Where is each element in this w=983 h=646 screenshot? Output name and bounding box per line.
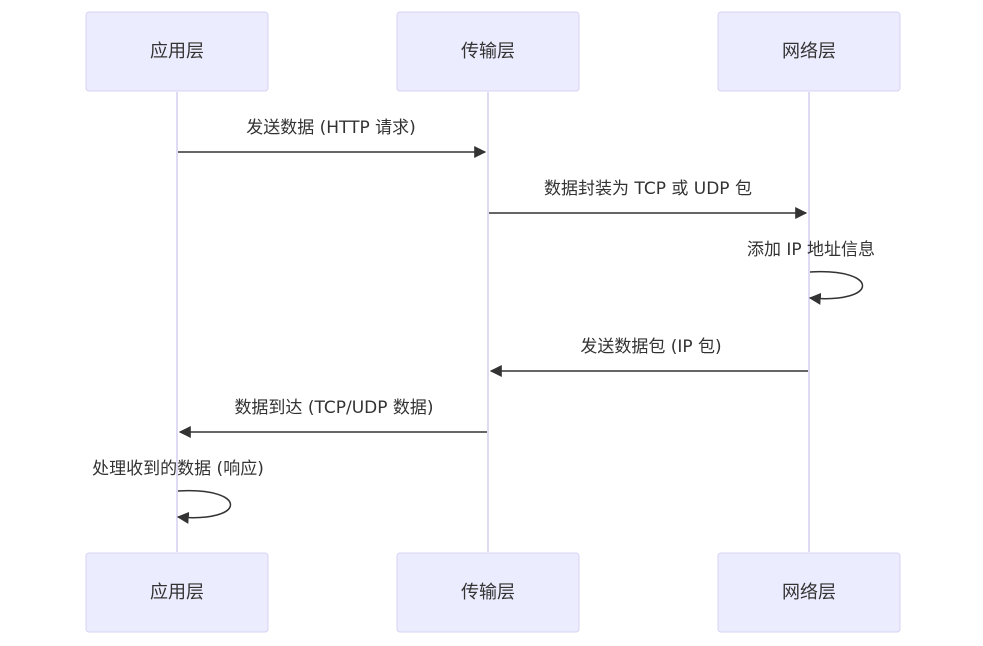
message-3-self-loop — [808, 270, 864, 305]
message-5-label: 数据到达 (TCP/UDP 数据) — [234, 398, 433, 418]
actor-transport-top: 传输层 — [396, 11, 580, 92]
message-1-label: 发送数据 (HTTP 请求) — [246, 118, 416, 138]
message-6-self-loop — [176, 489, 232, 524]
message-4: 发送数据包 (IP 包) — [489, 337, 808, 377]
actor-transport-bottom: 传输层 — [396, 552, 580, 633]
message-6: 处理收到的数据 (响应) — [92, 459, 264, 524]
actor-network-bottom: 网络层 — [717, 552, 901, 633]
message-3-label: 添加 IP 地址信息 — [747, 240, 875, 260]
message-2: 数据封装为 TCP 或 UDP 包 — [489, 179, 808, 219]
lifelines — [176, 92, 810, 552]
actor-network-bottom-label: 网络层 — [782, 582, 836, 603]
actor-app-bottom-label: 应用层 — [150, 582, 204, 603]
actor-transport-bottom-label: 传输层 — [461, 582, 515, 603]
actor-app-top-label: 应用层 — [150, 41, 204, 62]
message-2-label: 数据封装为 TCP 或 UDP 包 — [544, 179, 752, 199]
actor-app-top: 应用层 — [85, 11, 269, 92]
actor-app-bottom: 应用层 — [85, 552, 269, 633]
message-1: 发送数据 (HTTP 请求) — [178, 118, 487, 158]
actor-network-top: 网络层 — [717, 11, 901, 92]
message-5: 数据到达 (TCP/UDP 数据) — [178, 398, 487, 438]
message-6-label: 处理收到的数据 (响应) — [92, 459, 264, 479]
actor-network-top-label: 网络层 — [782, 41, 836, 62]
actor-transport-top-label: 传输层 — [461, 41, 515, 62]
message-4-label: 发送数据包 (IP 包) — [580, 337, 721, 357]
message-3: 添加 IP 地址信息 — [747, 240, 875, 305]
